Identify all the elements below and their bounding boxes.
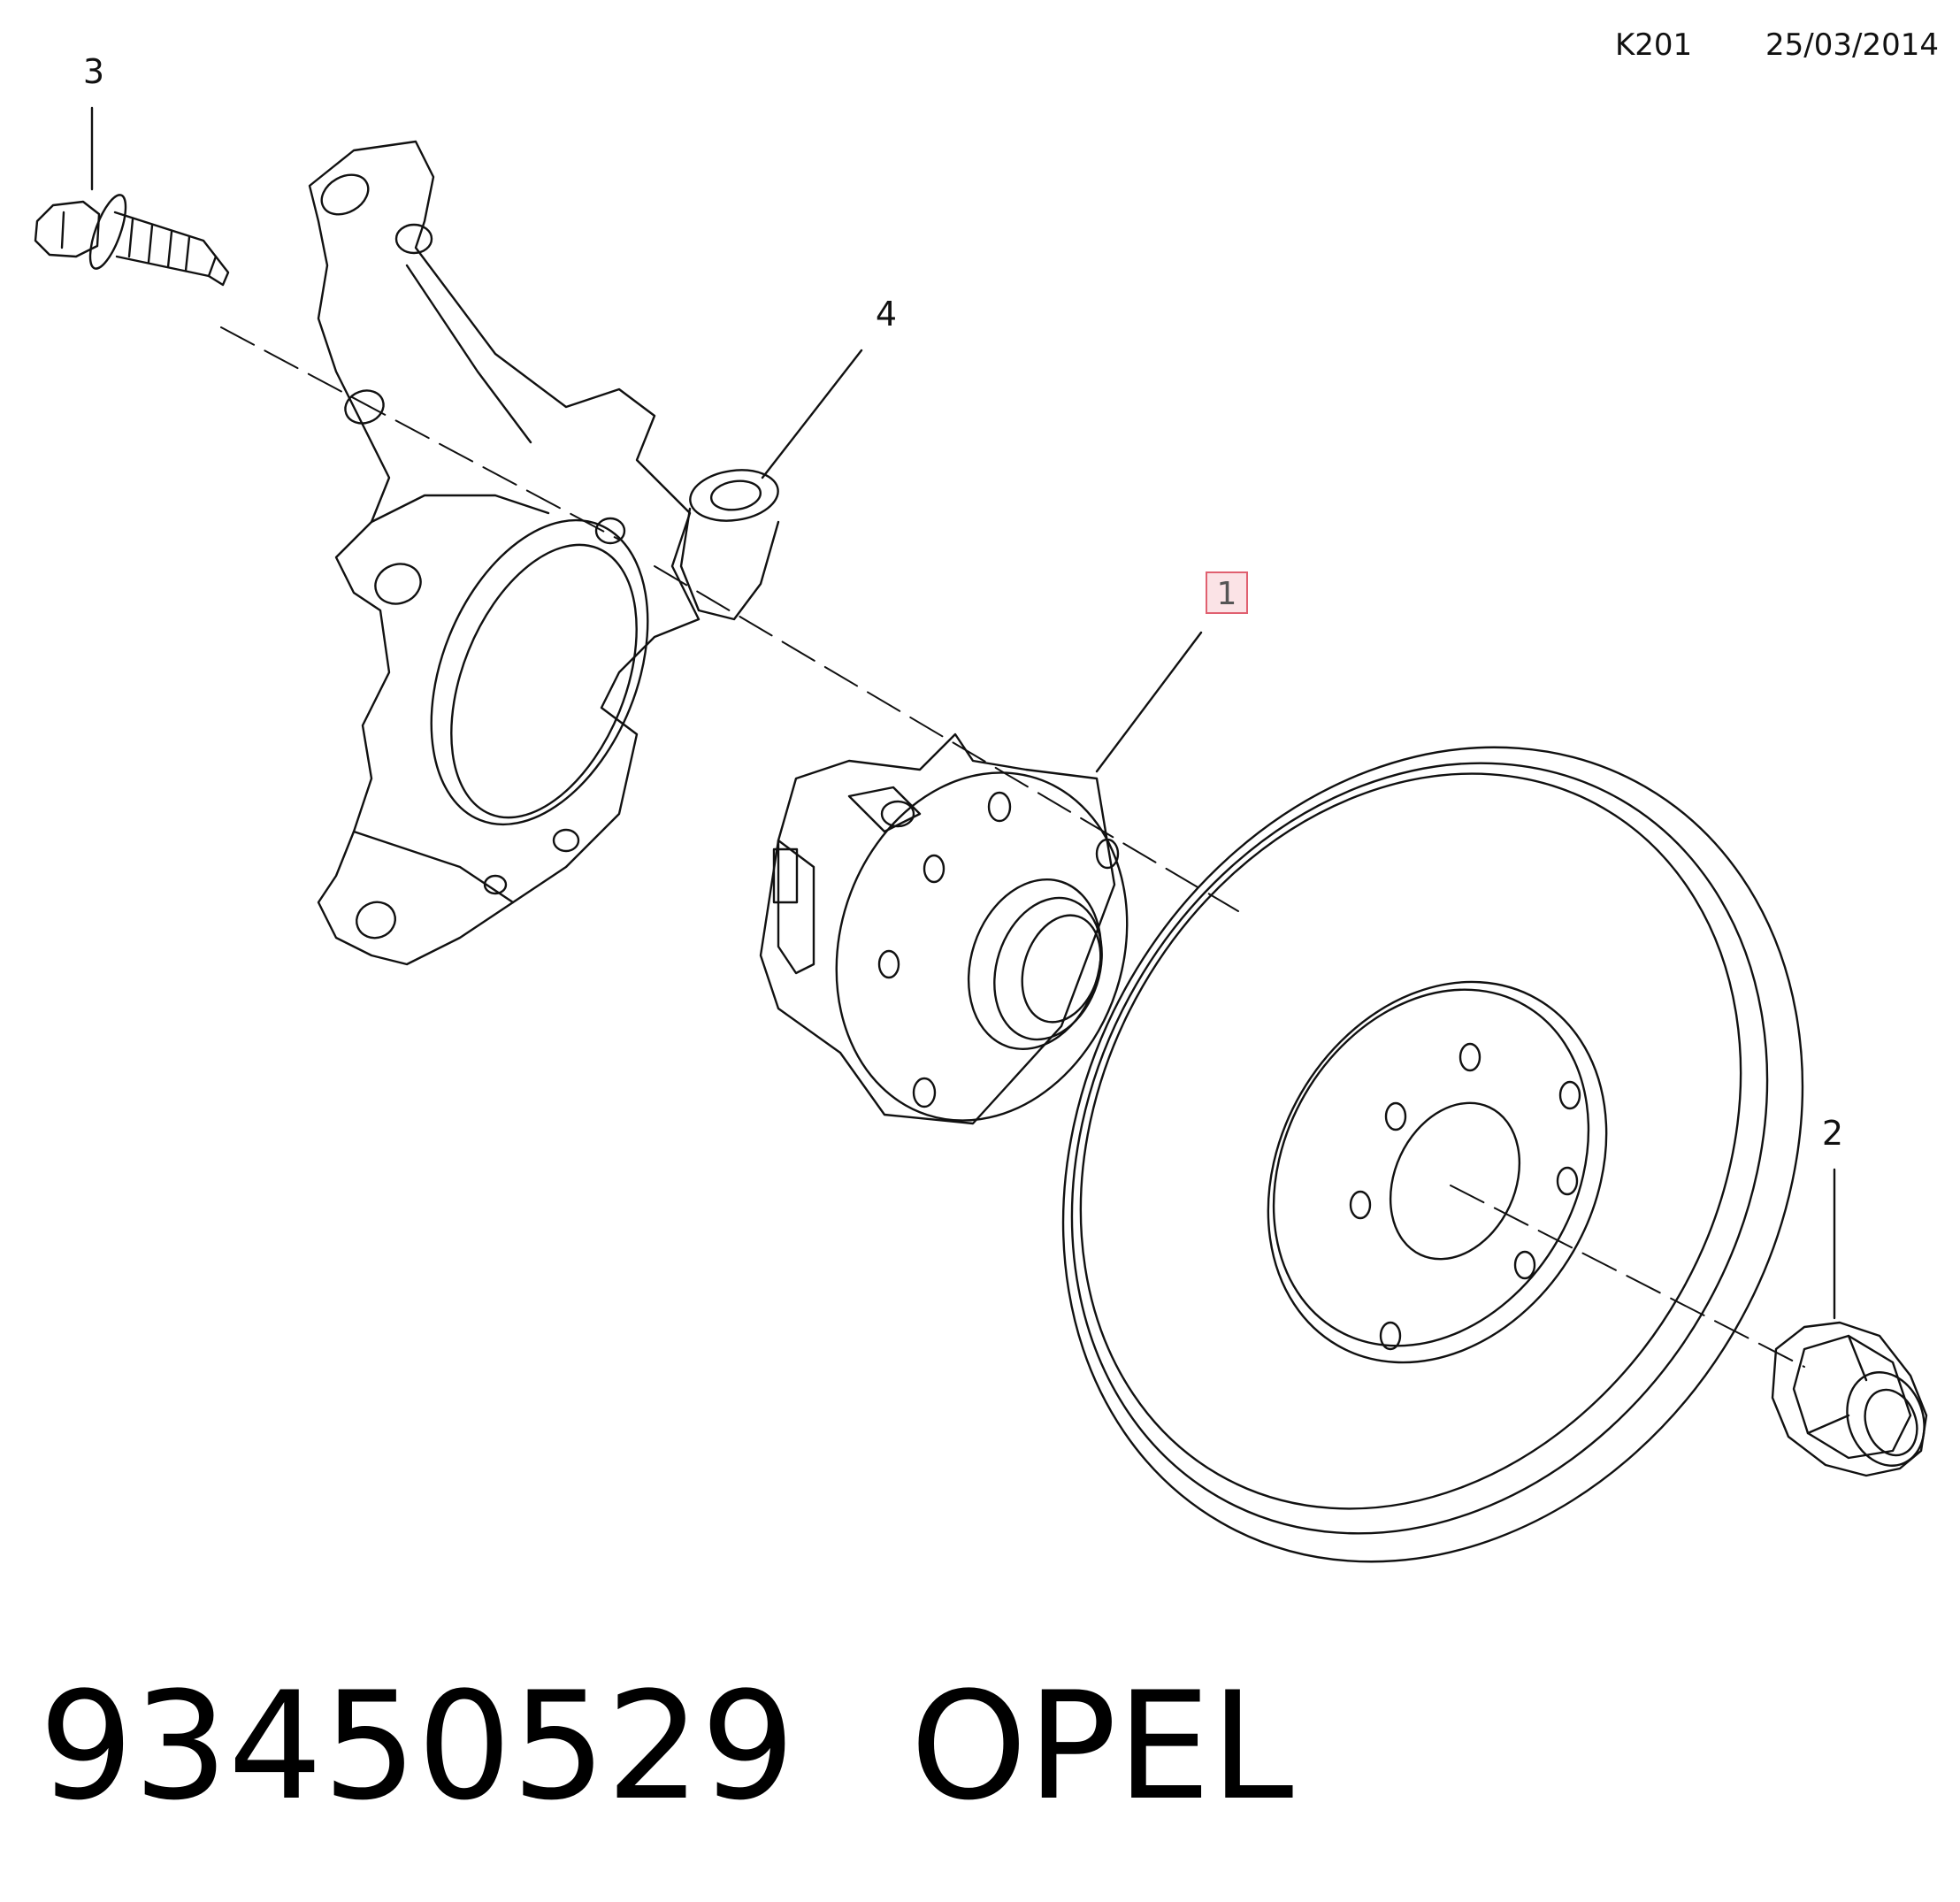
wheel-hub-part-1 (759, 732, 1129, 1125)
bolt-part-3 (34, 194, 230, 287)
hub-nut-part-2 (1771, 1321, 1928, 1477)
callout-3: 3 (82, 52, 105, 91)
leader-line-1 (1095, 631, 1203, 773)
diagram-ref-code: K201 (1615, 27, 1693, 63)
assembly-axis-upper (220, 326, 1239, 912)
assembly-axis-lower (1450, 1185, 1805, 1368)
brand-name: OPEL (910, 1660, 1294, 1833)
callout-4: 4 (875, 295, 898, 334)
leader-line-4 (761, 349, 863, 479)
diagram-date: 25/03/2014 (1765, 27, 1939, 63)
steering-knuckle-part-4 (308, 140, 780, 966)
part-number: 93450529 (39, 1660, 796, 1833)
brake-disc (1061, 746, 1804, 1563)
callout-1-highlighted[interactable]: 1 (1206, 571, 1248, 614)
callout-2: 2 (1821, 1114, 1844, 1153)
